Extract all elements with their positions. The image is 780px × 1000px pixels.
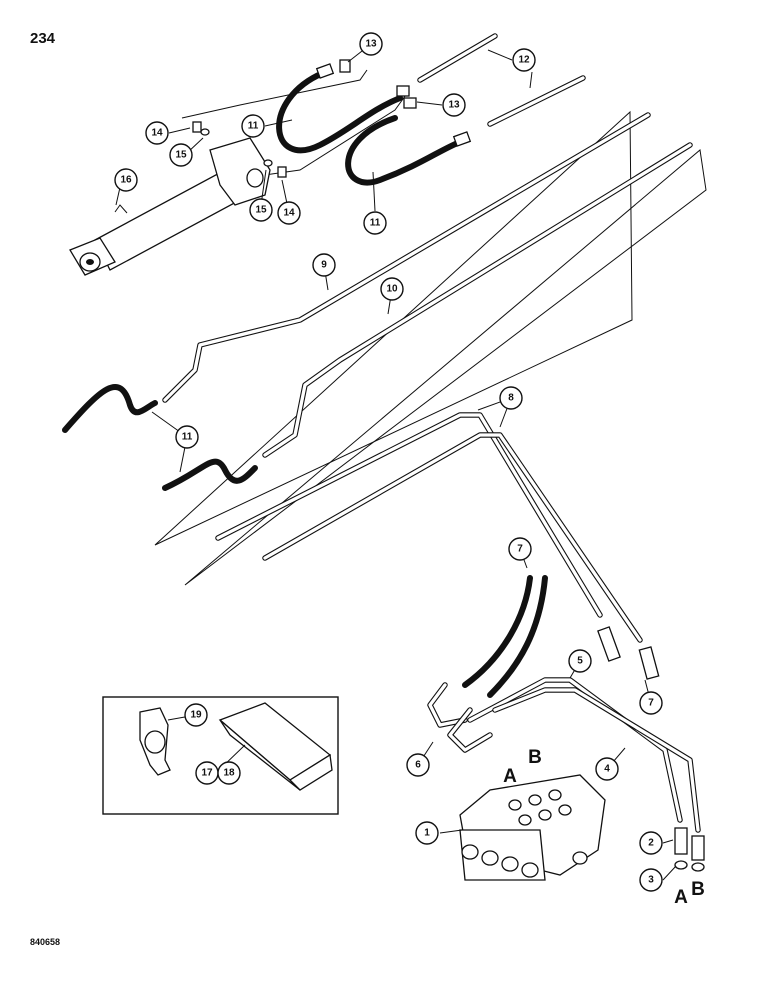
callout-16: 16	[114, 168, 138, 192]
callout-number: 9	[321, 260, 327, 271]
callout-13-upper: 13	[359, 32, 383, 56]
elbow-fitting-upper	[396, 85, 410, 97]
callout-number: 14	[283, 208, 295, 219]
callout-number: 14	[151, 128, 163, 139]
page-number: 234	[30, 30, 56, 47]
callout-7-upper: 7	[508, 537, 532, 561]
callout-number: 15	[255, 205, 267, 216]
callout-2: 2	[639, 831, 663, 855]
fitting-port-b-label: B	[691, 879, 705, 900]
callout-15-left: 15	[169, 143, 193, 167]
callout-number: 13	[448, 100, 460, 111]
callout-19: 19	[184, 703, 208, 727]
valve-port-a-label: A	[503, 766, 517, 787]
callout-3: 3	[639, 868, 663, 892]
callout-number: 11	[248, 121, 259, 132]
figure-code: 840658	[30, 937, 61, 947]
hose-middle	[62, 384, 258, 491]
hoses-7	[462, 575, 548, 698]
callout-number: 7	[517, 544, 523, 555]
callout-18: 18	[217, 761, 241, 785]
callout-7-lower: 7	[639, 691, 663, 715]
callout-number: 5	[577, 656, 583, 667]
callout-number: 19	[190, 710, 202, 721]
callout-11-top-right: 11	[363, 211, 387, 235]
tubes-8	[215, 412, 643, 643]
hose-upper-left	[276, 59, 403, 154]
callout-11-middle: 11	[175, 425, 199, 449]
callout-11-top-left: 11	[241, 114, 265, 138]
tubes-4-5	[467, 677, 701, 833]
callout-13-lower: 13	[442, 93, 466, 117]
callout-number: 11	[182, 432, 193, 443]
callout-9: 9	[312, 253, 336, 277]
fitting-port-a-label: A	[674, 887, 688, 908]
inset-box	[102, 696, 339, 815]
hose-end-fitting-right	[638, 646, 660, 680]
callout-number: 18	[223, 768, 235, 779]
hydraulic-cylinder	[69, 137, 271, 276]
callout-1: 1	[415, 821, 439, 845]
callout-number: 2	[648, 838, 654, 849]
callout-15-right: 15	[249, 198, 273, 222]
hose-upper-right	[345, 115, 472, 186]
valve-fittings	[674, 827, 705, 872]
callout-17: 17	[195, 761, 219, 785]
callout-number: 1	[424, 828, 430, 839]
elbow-fitting-lower	[403, 97, 417, 109]
callout-number: 13	[365, 39, 377, 50]
callout-number: 15	[175, 150, 187, 161]
callout-number: 17	[201, 768, 213, 779]
control-valve	[459, 774, 606, 881]
hose-end-fitting-left	[597, 626, 621, 662]
callout-12: 12	[512, 48, 536, 72]
callout-number: 6	[415, 760, 421, 771]
callout-number: 10	[386, 284, 398, 295]
callout-14-right: 14	[277, 201, 301, 225]
callout-14-left: 14	[145, 121, 169, 145]
callout-10: 10	[380, 277, 404, 301]
callout-number: 12	[518, 55, 530, 66]
long-tube-10	[262, 142, 693, 458]
callout-4: 4	[595, 757, 619, 781]
short-tubes	[417, 33, 586, 127]
callout-5: 5	[568, 649, 592, 673]
callout-8: 8	[499, 386, 523, 410]
callout-number: 16	[120, 175, 132, 186]
valve-port-b-label: B	[528, 747, 542, 768]
callout-number: 11	[370, 218, 381, 229]
callout-number: 7	[648, 698, 654, 709]
callout-number: 3	[648, 875, 654, 886]
callout-number: 4	[604, 764, 610, 775]
long-tube-9	[162, 112, 651, 403]
callout-6: 6	[406, 753, 430, 777]
u-tubes-6	[427, 682, 493, 753]
callout-number: 8	[508, 393, 514, 404]
cylinder-fittings	[192, 121, 287, 178]
